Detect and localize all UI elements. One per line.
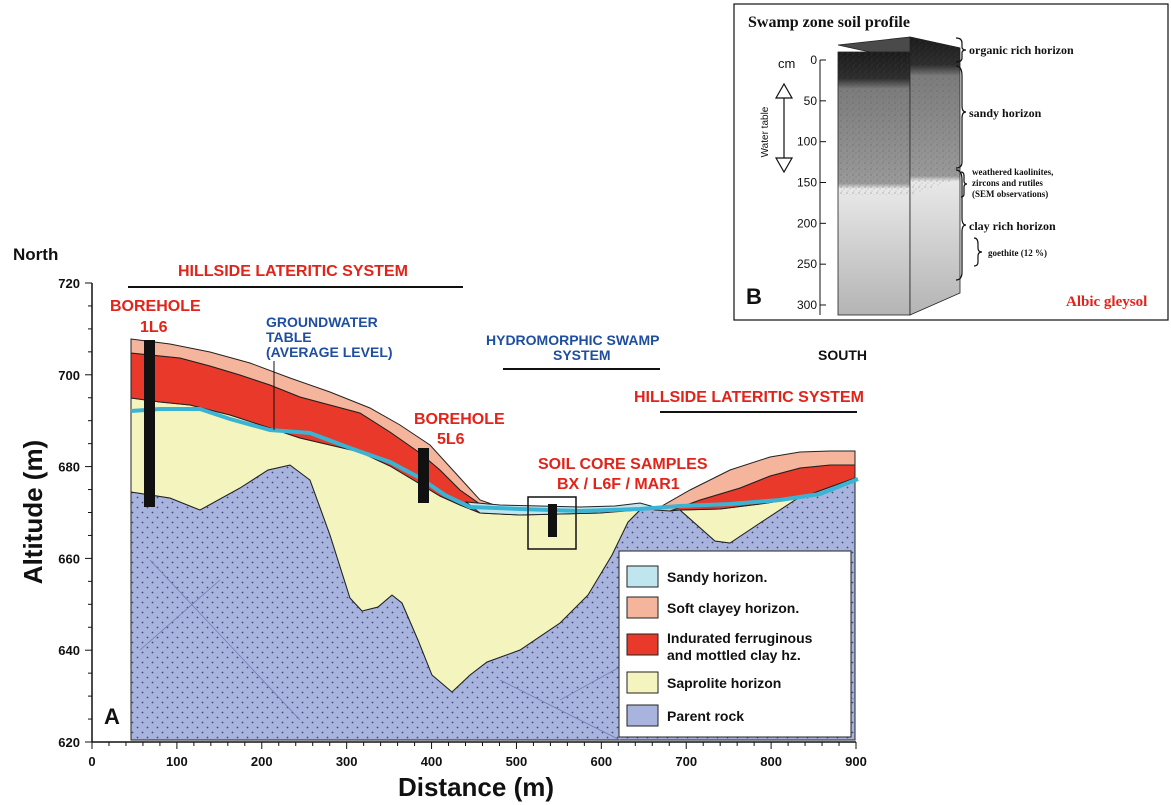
depth-tick-label: 50 <box>804 94 818 108</box>
swamp-system-label-2: SYSTEM <box>553 347 611 363</box>
legend-label-indurated-2: and mottled clay hz. <box>667 647 801 663</box>
panel-b-letter: B <box>746 284 762 309</box>
y-tick-label: 700 <box>58 368 80 383</box>
hillside-system-right-label: HILLSIDE LATERITIC SYSTEM <box>634 389 864 406</box>
borehole-1l6-label-2: 1L6 <box>140 319 168 336</box>
x-tick-label: 500 <box>506 754 528 769</box>
groundwater-label-1: GROUNDWATER <box>266 314 378 330</box>
x-tick-label: 900 <box>845 754 867 769</box>
legend-swatch-indurated <box>626 633 659 656</box>
panel-b-title: Swamp zone soil profile <box>748 14 910 31</box>
depth-tick-label: 150 <box>797 176 817 190</box>
x-axis-label: Distance (m) <box>398 772 554 802</box>
borehole-5l6-label-2: 5L6 <box>437 431 465 448</box>
depth-unit-label: cm <box>778 56 795 71</box>
soil-core-bar <box>548 504 557 537</box>
borehole-5l6-label-1: BOREHOLE <box>414 411 505 428</box>
x-tick-label: 400 <box>421 754 443 769</box>
water-table-arrow <box>774 82 794 174</box>
x-axis-ticks: 0 100 200 300 400 500 600 700 800 900 <box>88 742 867 769</box>
y-tick-label: 680 <box>58 460 80 475</box>
weathered-label-2: zircons and rutiles <box>972 178 1043 188</box>
x-tick-label: 200 <box>251 754 273 769</box>
groundwater-label-3: (AVERAGE LEVEL) <box>266 344 393 360</box>
y-tick-label: 620 <box>58 735 80 750</box>
horizon-organic-label: organic rich horizon <box>969 43 1074 57</box>
horizon-sandy-label: sandy horizon <box>969 106 1042 120</box>
legend-label-sandy: Sandy horizon. <box>667 569 767 585</box>
panel-a-letter: A <box>104 704 120 729</box>
depth-tick-label: 100 <box>797 135 817 149</box>
y-tick-label: 640 <box>58 643 80 658</box>
weathered-label-1: weathered kaolinites, <box>972 167 1053 177</box>
borehole-1l6-bar <box>144 340 155 507</box>
legend-label-parent-rock: Parent rock <box>667 708 744 724</box>
hillside-system-left-label: HILLSIDE LATERITIC SYSTEM <box>178 263 408 280</box>
x-tick-label: 0 <box>88 754 95 769</box>
x-tick-label: 700 <box>675 754 697 769</box>
soil-column <box>837 36 961 316</box>
y-tick-label: 720 <box>58 276 80 291</box>
legend-swatch-soft-clayey <box>626 596 659 619</box>
borehole-1l6-label-1: BOREHOLE <box>110 298 201 315</box>
legend-swatch-sandy <box>626 565 659 588</box>
legend: Sandy horizon. Soft clayey horizon. Indu… <box>618 550 852 738</box>
depth-tick-label: 200 <box>797 216 817 230</box>
depth-axis-ticks: 0 50 100 150 200 250 300 <box>797 53 826 312</box>
weathered-label-3: (SEM observations) <box>972 189 1048 199</box>
legend-swatch-parent-rock <box>626 704 659 727</box>
y-axis-ticks: 620 640 660 680 700 720 <box>58 276 92 750</box>
soil-core-label-1: SOIL CORE SAMPLES <box>538 456 708 473</box>
legend-label-saprolite: Saprolite horizon <box>667 675 781 691</box>
horizon-clay-label: clay rich horizon <box>969 219 1056 233</box>
soil-core-box <box>527 496 577 550</box>
panel-a-cross-section: 620 640 660 680 700 720 0 100 200 300 400 500 600 70… <box>13 245 867 802</box>
goethite-label: goethite (12 %) <box>988 248 1047 258</box>
x-tick-label: 800 <box>760 754 782 769</box>
panel-b-soil-profile: Swamp zone soil profile B cm 0 50 100 150 20… <box>733 3 1169 321</box>
north-label: North <box>13 245 58 264</box>
legend-swatch-saprolite <box>626 671 659 694</box>
x-tick-label: 600 <box>590 754 612 769</box>
depth-tick-label: 250 <box>797 257 817 271</box>
x-tick-label: 100 <box>166 754 188 769</box>
soft-clayey-horizon <box>130 338 501 508</box>
swamp-system-label-1: HYDROMORPHIC SWAMP <box>486 332 659 348</box>
legend-label-soft-clayey: Soft clayey horizon. <box>667 600 799 616</box>
soil-column-side-texture <box>910 37 960 195</box>
soil-column-front-texture <box>838 52 910 195</box>
groundwater-label-2: TABLE <box>266 329 312 345</box>
groundwater-table-line <box>130 407 859 514</box>
depth-tick-label: 300 <box>797 298 817 312</box>
legend-label-indurated-1: Indurated ferruginous <box>667 630 813 646</box>
soft-clayey-horizon-south <box>653 450 856 512</box>
y-axis-label: Altitude (m) <box>18 440 48 584</box>
x-tick-label: 300 <box>336 754 358 769</box>
depth-tick-label: 0 <box>810 53 817 67</box>
water-table-label: Water table <box>760 106 771 157</box>
horizon-braces <box>955 37 983 281</box>
soil-core-label-2: BX / L6F / MAR1 <box>557 476 680 493</box>
soil-name-label: Albic gleysol <box>1066 294 1147 310</box>
borehole-5l6-bar <box>418 448 429 503</box>
y-tick-label: 660 <box>58 551 80 566</box>
south-label: SOUTH <box>818 347 867 363</box>
